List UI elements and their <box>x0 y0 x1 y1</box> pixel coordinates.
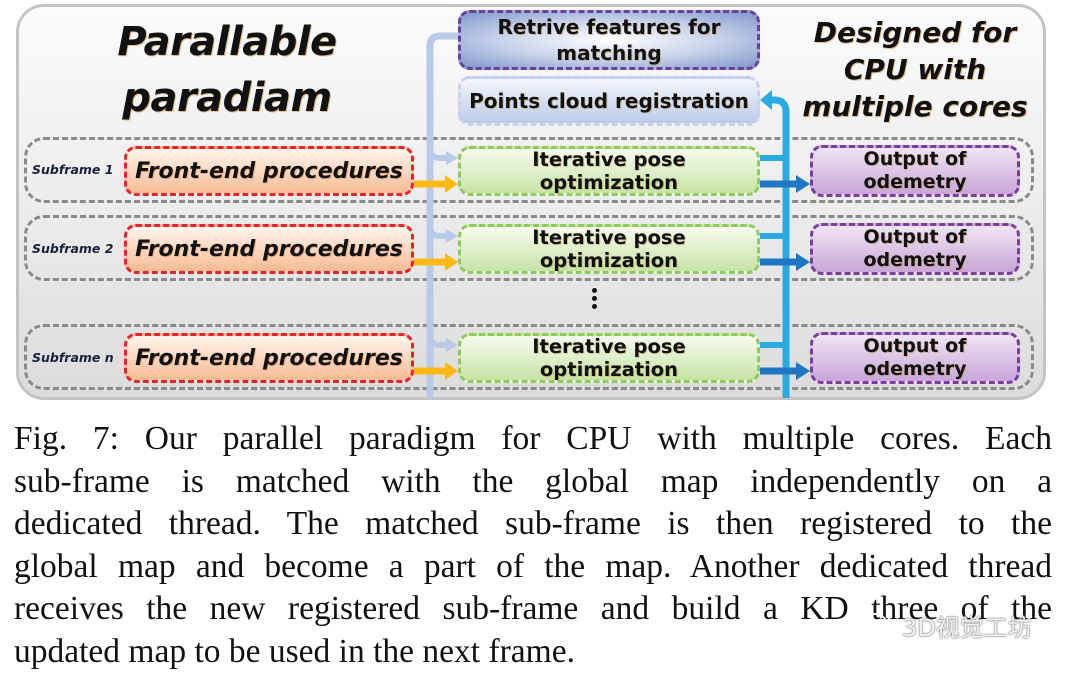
output-line-1: Output of <box>863 335 967 357</box>
output-line-2: odemetry <box>863 171 967 193</box>
caption-line: updated map to be used in the next frame… <box>14 632 575 670</box>
diagram-title: Parallable paradiam <box>92 14 362 126</box>
title-line-1: Parallable <box>117 19 337 65</box>
retrieve-line-1: Retrive features for <box>497 15 721 39</box>
subframe-label: Subframe n <box>32 350 114 365</box>
retrieve-line-2: matching <box>556 41 662 65</box>
odometry-output-box: Output of odemetry <box>810 223 1020 275</box>
output-line-1: Output of <box>863 148 967 170</box>
subtitle-line-1: Designed for <box>813 16 1017 49</box>
subframe-row-n <box>24 324 1034 390</box>
subtitle-line-3: multiple cores <box>802 90 1028 123</box>
front-end-box: Front-end procedures <box>124 146 414 196</box>
ellipsis-icon <box>592 288 600 312</box>
watermark-text: 3D视觉工坊 <box>902 614 1032 642</box>
pose-optimization-box: Iterative pose optimization <box>458 224 760 274</box>
output-line-1: Output of <box>863 226 967 248</box>
subframe-row-2 <box>24 215 1034 281</box>
diagram-subtitle: Designed for CPU with multiple cores <box>790 14 1040 125</box>
subframe-label: Subframe 2 <box>32 241 114 256</box>
retrieve-features-box: Retrive features for matching <box>458 10 760 70</box>
figure-caption: Fig. 7: Our parallel paradigm for CPU wi… <box>14 418 1052 673</box>
odometry-output-box: Output of odemetry <box>810 332 1020 384</box>
subframe-row-1 <box>24 137 1034 203</box>
pose-optimization-box: Iterative pose optimization <box>458 146 760 196</box>
front-end-box: Front-end procedures <box>124 224 414 274</box>
caption-line: sub-frame is matched with the global map… <box>14 462 1052 500</box>
caption-line: Fig. 7: Our parallel paradigm for CPU wi… <box>14 420 1052 457</box>
title-line-2: paradiam <box>122 75 332 121</box>
output-line-2: odemetry <box>863 249 967 271</box>
pose-optimization-box: Iterative pose optimization <box>458 333 760 383</box>
caption-line: dedicated thread. The matched sub-frame … <box>14 505 1052 542</box>
caption-line: global map and become a part of the map.… <box>14 547 1052 585</box>
subtitle-line-2: CPU with <box>843 53 987 86</box>
points-cloud-registration-box: Points cloud registration <box>458 76 760 126</box>
front-end-box: Front-end procedures <box>124 333 414 383</box>
odometry-output-box: Output of odemetry <box>810 145 1020 197</box>
watermark: 3D视觉工坊 <box>862 608 1032 643</box>
subframe-label: Subframe 1 <box>32 162 114 177</box>
output-line-2: odemetry <box>863 358 967 380</box>
wechat-icon <box>863 612 895 638</box>
